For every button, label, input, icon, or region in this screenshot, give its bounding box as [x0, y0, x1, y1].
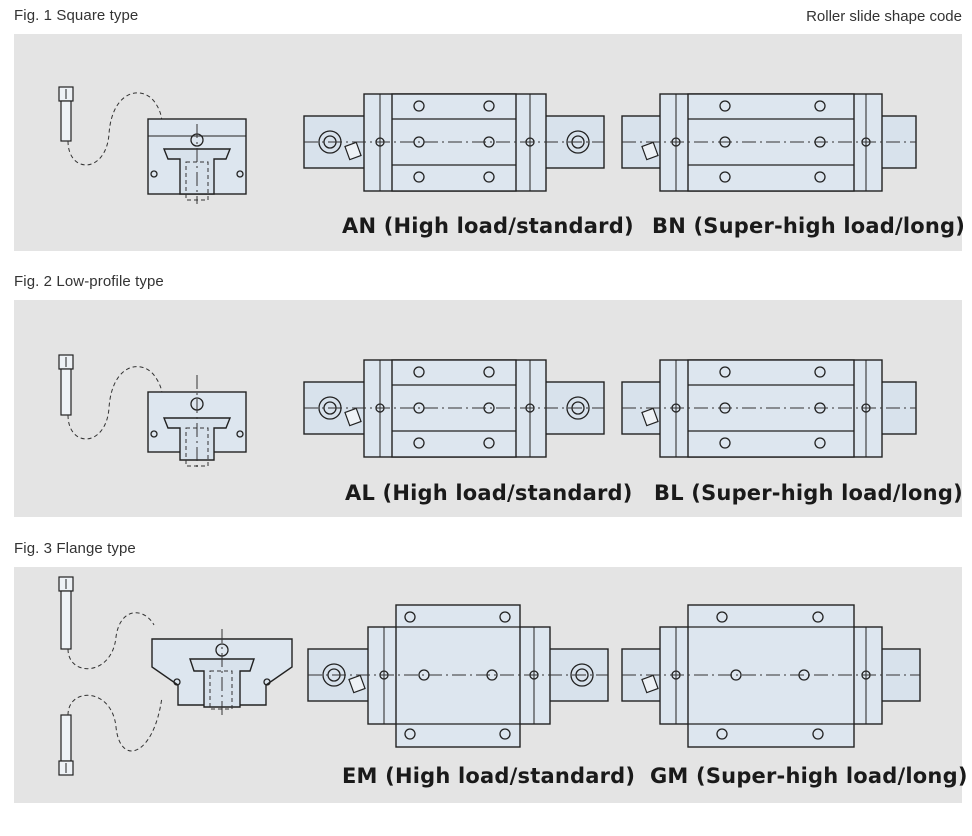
- model-label-bn: BN (Super-high load/long): [652, 214, 966, 238]
- fig-3-panel: EM (High load/standard) GM (Super-high l…: [14, 567, 967, 803]
- an-top-view: [303, 93, 605, 192]
- fig-2-title: Fig. 2 Low-profile type: [14, 273, 164, 290]
- mounting-screw-icon: [58, 86, 74, 142]
- model-label-an: AN (High load/standard): [342, 214, 634, 238]
- mounting-screw-top-icon: [58, 576, 74, 650]
- screw-path-line-top: [67, 612, 155, 670]
- fig-1-drawing: [58, 86, 917, 204]
- shape-code-header: Roller slide shape code: [806, 8, 962, 25]
- screw-path-line: [67, 366, 163, 440]
- mounting-screw-icon: [58, 354, 74, 416]
- model-label-bl: BL (Super-high load/long): [654, 481, 963, 505]
- mounting-screw-bottom-icon: [58, 714, 74, 776]
- screw-path-line: [67, 92, 163, 166]
- bn-top-view: [621, 93, 917, 192]
- model-label-al: AL (High load/standard): [345, 481, 633, 505]
- end-view-low-profile: [147, 375, 247, 470]
- em-top-view: [307, 604, 609, 748]
- fig-2-drawing: [58, 354, 917, 470]
- fig-1-panel: AN (High load/standard) BN (Super-high l…: [14, 34, 966, 251]
- end-view-square: [147, 118, 247, 204]
- al-top-view: [303, 359, 605, 458]
- fig-3-drawing: [58, 576, 921, 776]
- fig-2-panel: AL (High load/standard) BL (Super-high l…: [14, 300, 963, 517]
- gm-top-view: [621, 604, 921, 748]
- fig-1-title: Fig. 1 Square type: [14, 7, 139, 24]
- fig-3-title: Fig. 3 Flange type: [14, 540, 136, 557]
- screw-path-line-bottom: [67, 694, 163, 752]
- model-label-em: EM (High load/standard): [342, 764, 636, 788]
- bl-top-view: [621, 359, 917, 458]
- end-view-flange: [151, 629, 293, 717]
- model-label-gm: GM (Super-high load/long): [650, 764, 968, 788]
